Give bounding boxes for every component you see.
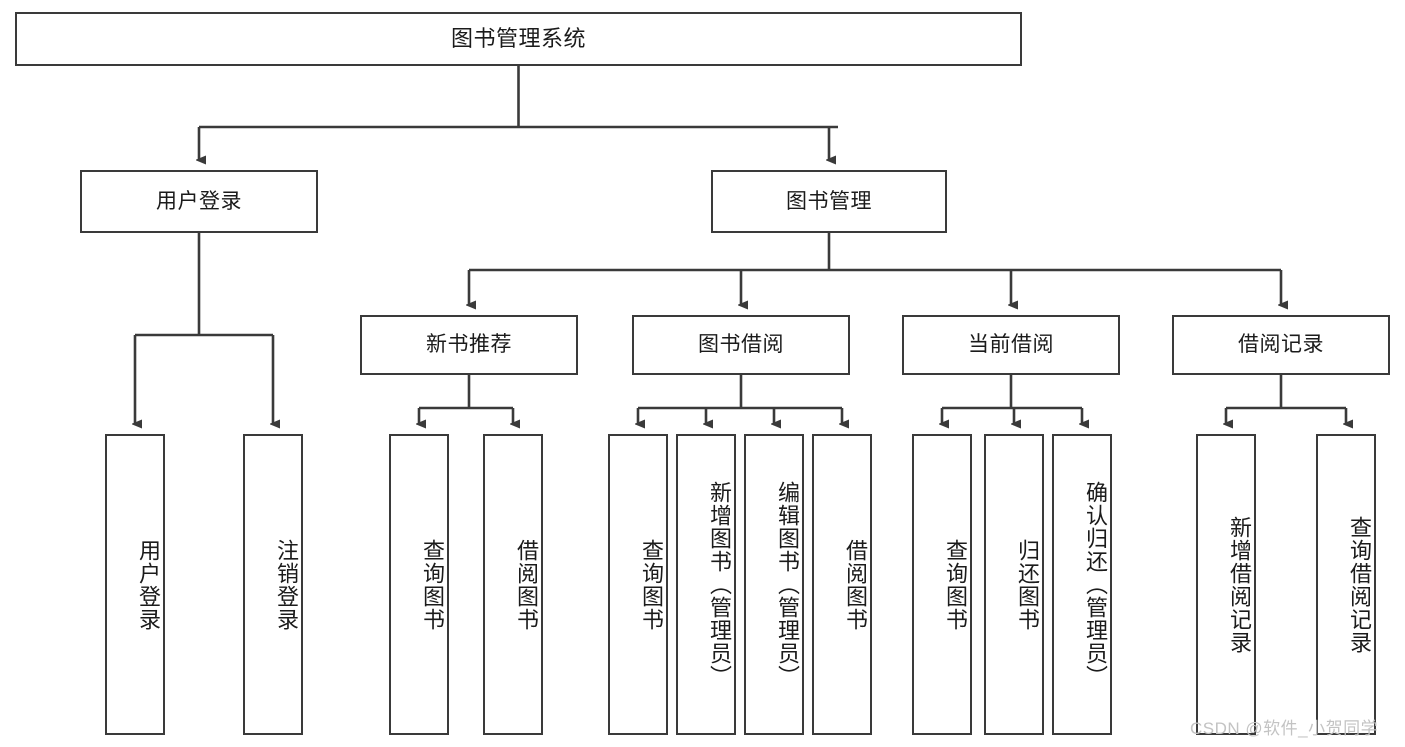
leaf-label: 查询图书 [943,538,968,631]
leaf-book-borrow-query[interactable]: 查询图书 [608,434,668,735]
node-book-borrow-label: 图书借阅 [698,333,784,357]
node-current-borrow-label: 当前借阅 [968,333,1054,357]
leaf-new-book-query[interactable]: 查询图书 [389,434,449,735]
node-current-borrow[interactable]: 当前借阅 [902,315,1120,375]
node-book-management-label: 图书管理 [786,189,872,213]
leaf-label: 查询图书 [420,538,445,631]
node-book-management[interactable]: 图书管理 [711,170,947,233]
leaf-label: 新增图书（管理员） [707,481,732,688]
leaf-book-borrow-borrow[interactable]: 借阅图书 [812,434,872,735]
node-new-book-recommend[interactable]: 新书推荐 [360,315,578,375]
node-borrow-record-label: 借阅记录 [1238,333,1324,357]
node-book-borrow[interactable]: 图书借阅 [632,315,850,375]
leaf-label: 用户登录 [136,538,161,631]
leaf-user-login-signin[interactable]: 用户登录 [105,434,165,735]
leaf-current-borrow-confirm-return[interactable]: 确认归还（管理员） [1052,434,1112,735]
leaf-label: 确认归还（管理员） [1083,481,1108,688]
leaf-label: 借阅图书 [514,538,539,631]
leaf-label: 注销登录 [274,538,299,631]
leaf-borrow-record-add[interactable]: 新增借阅记录 [1196,434,1256,735]
node-root-label: 图书管理系统 [450,25,586,51]
leaf-book-borrow-add[interactable]: 新增图书（管理员） [676,434,736,735]
node-root-system[interactable]: 图书管理系统 [15,12,1022,66]
node-borrow-record[interactable]: 借阅记录 [1172,315,1390,375]
leaf-book-borrow-edit[interactable]: 编辑图书（管理员） [744,434,804,735]
leaf-label: 查询借阅记录 [1347,515,1372,654]
node-new-book-recommend-label: 新书推荐 [426,333,512,357]
leaf-label: 借阅图书 [843,538,868,631]
node-user-login-label: 用户登录 [156,189,242,213]
leaf-borrow-record-query[interactable]: 查询借阅记录 [1316,434,1376,735]
leaf-current-borrow-query[interactable]: 查询图书 [912,434,972,735]
leaf-label: 新增借阅记录 [1227,515,1252,654]
leaf-label: 归还图书 [1015,538,1040,631]
leaf-user-login-signout[interactable]: 注销登录 [243,434,303,735]
csdn-watermark: CSDN @软件_小贺同学 [1190,719,1379,738]
leaf-label: 编辑图书（管理员） [775,481,800,688]
leaf-current-borrow-return[interactable]: 归还图书 [984,434,1044,735]
leaf-label: 查询图书 [639,538,664,631]
node-user-login[interactable]: 用户登录 [80,170,318,233]
leaf-new-book-borrow[interactable]: 借阅图书 [483,434,543,735]
